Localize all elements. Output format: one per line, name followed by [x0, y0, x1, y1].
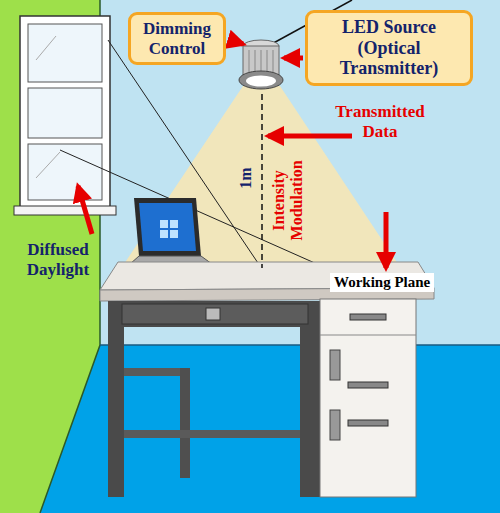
window-pane: [28, 24, 102, 82]
window-frame: [20, 16, 110, 208]
cabinet-handle: [348, 382, 388, 388]
pointer-arrow: [284, 56, 303, 61]
lamp-emitter: [246, 76, 276, 87]
window-sill: [14, 206, 116, 215]
desk-drawer-frame: [108, 301, 320, 327]
desk-drawer: [122, 304, 308, 324]
heat-sink-fin: [249, 50, 250, 74]
desk-shelf: [124, 368, 184, 376]
cabinet-hinge: [330, 410, 340, 440]
pointer-arrow: [268, 134, 352, 139]
laptop-screen: [139, 203, 196, 251]
signal-label: Transmitted Data: [334, 102, 426, 141]
window-logo: [170, 220, 178, 228]
modulation-label: Intensity Modulation: [270, 145, 307, 255]
pointer-arrow: [230, 40, 243, 44]
control-box: Dimming Control: [128, 12, 226, 65]
window-logo: [160, 220, 168, 228]
glass-glint: [36, 36, 56, 60]
lamp-rim: [239, 71, 283, 89]
node-text: Working Plane: [334, 274, 430, 291]
window-pane: [28, 88, 102, 138]
laptop-screen-frame: [134, 198, 201, 256]
heat-sink-fin: [261, 50, 262, 74]
plane-box: Working Plane: [330, 273, 434, 292]
glass-glint: [36, 152, 60, 178]
window-logo: [160, 230, 168, 238]
cabinet-handle: [350, 314, 386, 320]
daylight-label: Diffused Daylight: [8, 240, 108, 279]
dimension-label: 1m: [238, 167, 256, 188]
desk-panel: [300, 327, 320, 497]
drawer-lock: [206, 308, 220, 320]
distance-line: [261, 94, 263, 268]
heat-sink-fin: [267, 50, 268, 74]
desk-cabinet: [320, 299, 416, 497]
pointer-arrow: [384, 212, 389, 268]
cabinet-seam: [320, 335, 416, 336]
daylight-ray: [108, 40, 260, 266]
desk-shelf: [124, 430, 314, 438]
source-box: LED Source (Optical Transmitter): [305, 10, 473, 86]
heat-sink-fin: [273, 50, 274, 74]
cabinet-handle: [348, 420, 388, 426]
node-text: Dimming Control: [137, 19, 217, 58]
heat-sink-fin: [255, 50, 256, 74]
pointer-arrow: [78, 186, 92, 234]
node-text: LED Source (Optical Transmitter): [314, 17, 464, 79]
window-logo: [170, 230, 178, 238]
desk-leg: [108, 327, 124, 497]
cabinet-hinge: [330, 350, 340, 380]
shelf-post: [180, 368, 190, 478]
